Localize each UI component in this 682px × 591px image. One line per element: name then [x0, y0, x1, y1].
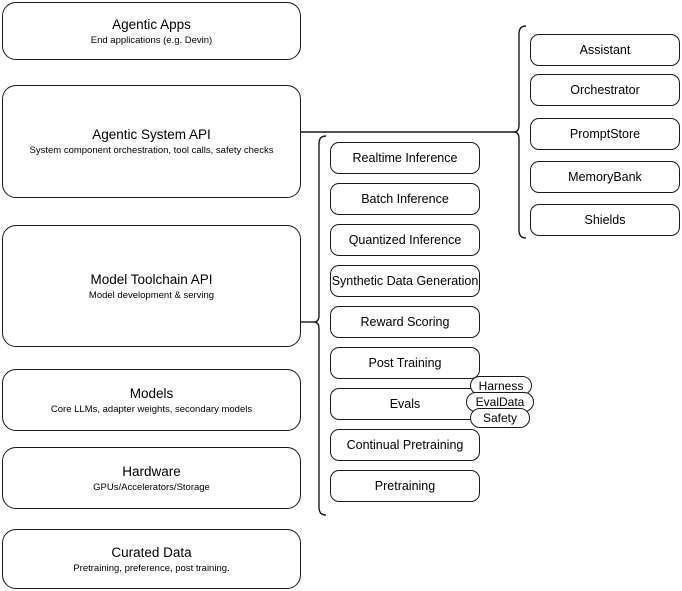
system-component-assistant[interactable]: Assistant [530, 34, 680, 66]
node-subtitle: System component orchestration, tool cal… [29, 145, 274, 156]
toolchain-component-batch-inference[interactable]: Batch Inference [330, 183, 480, 215]
system-component-memorybank[interactable]: MemoryBank [530, 161, 680, 193]
eval-tag-label: Harness [478, 378, 524, 393]
node-subtitle: End applications (e.g. Devin) [90, 34, 213, 46]
stack-node-model-toolchain-api[interactable]: Model Toolchain API Model development & … [2, 225, 301, 347]
eval-tag-label: Safety [482, 411, 518, 425]
node-title: Hardware [122, 463, 181, 479]
toolchain-component-realtime-inference[interactable]: Realtime Inference [330, 142, 480, 174]
toolchain-component-quantized-inference[interactable]: Quantized Inference [330, 224, 480, 256]
node-subtitle: Model development & serving [88, 289, 215, 301]
eval-tag-safety[interactable]: Safety [470, 408, 530, 428]
component-label: Continual Pretraining [346, 438, 464, 452]
system-component-shields[interactable]: Shields [530, 204, 680, 236]
component-label: Quantized Inference [348, 233, 462, 247]
node-title: Agentic System API [92, 127, 211, 142]
component-label: Evals [389, 397, 421, 411]
toolchain-component-post-training[interactable]: Post Training [330, 347, 480, 379]
node-subtitle: Pretraining, preference, post training. [73, 562, 230, 574]
toolchain-component-synthetic-data-generation[interactable]: Synthetic Data Generation [330, 265, 480, 297]
node-title: Models [129, 385, 174, 401]
brace-toolchain-components [313, 135, 327, 516]
stack-node-models[interactable]: Models Core LLMs, adapter weights, secon… [2, 369, 301, 431]
node-subtitle: GPUs/Accelerators/Storage [93, 481, 210, 493]
component-label: Post Training [368, 356, 442, 370]
component-label: Realtime Inference [352, 151, 458, 165]
system-component-promptstore[interactable]: PromptStore [530, 118, 680, 150]
node-title: Agentic Apps [112, 16, 191, 32]
stack-node-hardware[interactable]: Hardware GPUs/Accelerators/Storage [2, 447, 301, 509]
toolchain-component-continual-pretraining[interactable]: Continual Pretraining [330, 429, 480, 461]
eval-tag-label: EvalData [475, 395, 525, 409]
component-label: PromptStore [569, 127, 641, 141]
brace-system-components [513, 25, 527, 239]
toolchain-component-pretraining[interactable]: Pretraining [330, 470, 480, 502]
system-component-orchestrator[interactable]: Orchestrator [530, 74, 680, 106]
node-title: Model Toolchain API [90, 271, 213, 287]
node-subtitle: Core LLMs, adapter weights, secondary mo… [50, 403, 253, 415]
stack-node-agentic-system-api[interactable]: Agentic System API System component orch… [2, 85, 301, 198]
component-label: Assistant [579, 43, 631, 57]
node-title: Curated Data [111, 544, 192, 560]
component-label: Reward Scoring [360, 315, 450, 329]
component-label: Batch Inference [361, 192, 449, 206]
component-label: Synthetic Data Generation [331, 274, 479, 288]
component-label: Orchestrator [570, 83, 640, 97]
toolchain-component-evals[interactable]: Evals [330, 388, 480, 420]
toolchain-component-reward-scoring[interactable]: Reward Scoring [330, 306, 480, 338]
stack-node-agentic-apps[interactable]: Agentic Apps End applications (e.g. Devi… [2, 2, 301, 60]
stack-node-curated-data[interactable]: Curated Data Pretraining, preference, po… [2, 529, 301, 589]
component-label: Shields [584, 213, 626, 227]
component-label: MemoryBank [568, 170, 642, 184]
component-label: Pretraining [374, 479, 436, 493]
